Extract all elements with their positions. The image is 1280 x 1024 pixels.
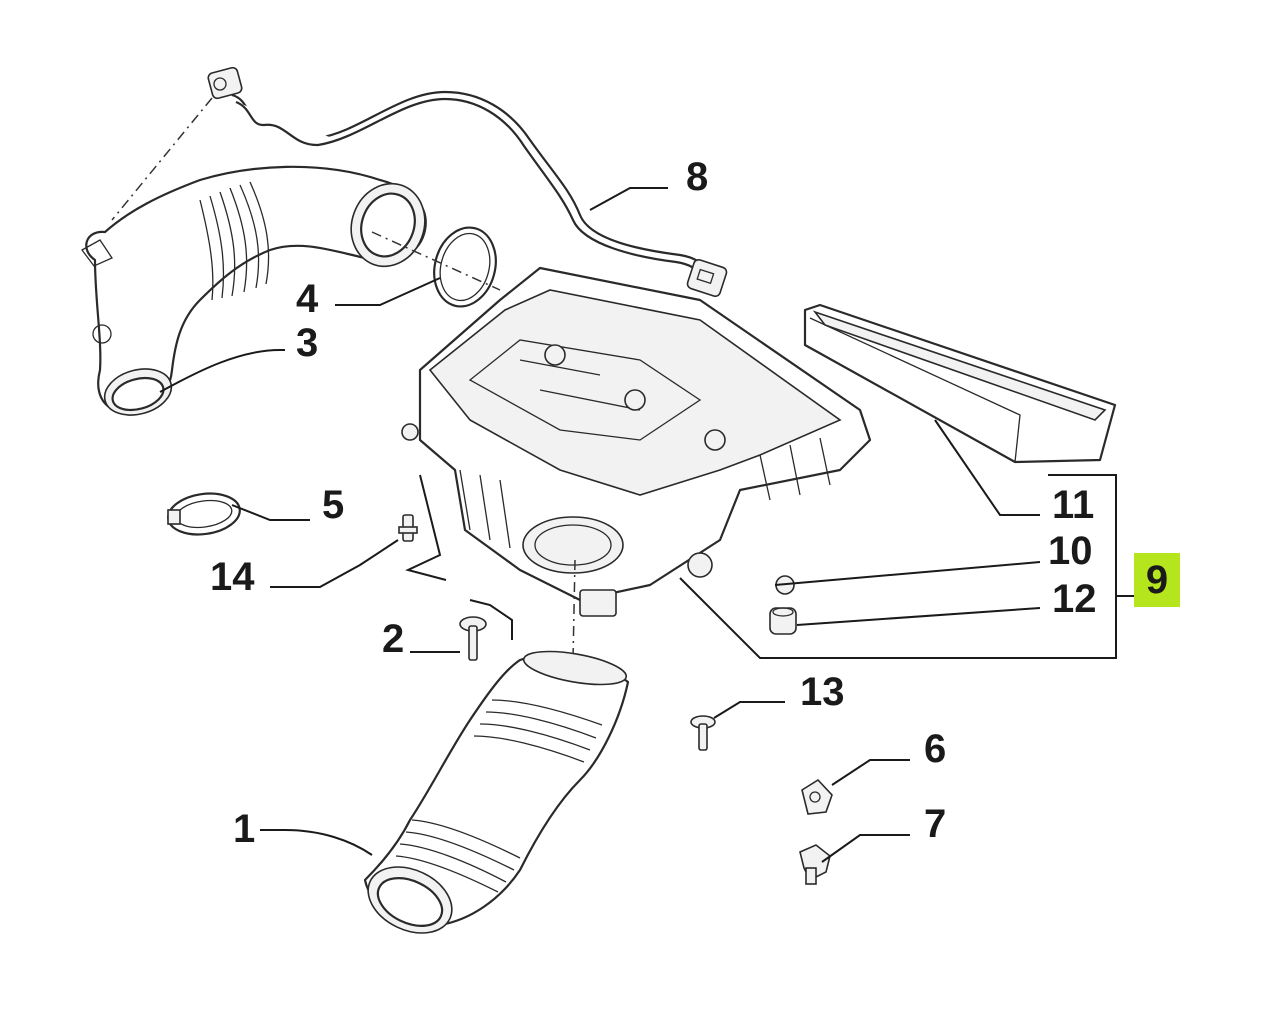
bracket-group-9 xyxy=(679,474,1117,659)
part-2-bolt xyxy=(459,616,487,661)
housing-pointer-left xyxy=(405,474,447,581)
callout-14: 14 xyxy=(210,555,255,599)
part-12-bushing xyxy=(769,607,797,635)
leader-5 xyxy=(231,504,310,521)
callout-1: 1 xyxy=(233,807,255,851)
part-11-air-filter-element xyxy=(803,303,1117,464)
housing-pointer-bottom xyxy=(469,599,513,640)
part-13-screw xyxy=(690,715,716,751)
part-8-axis-line xyxy=(111,97,213,221)
callout-10: 10 xyxy=(1048,529,1093,573)
part-5-small-clamp xyxy=(167,492,241,536)
part-1-lower-intake-duct xyxy=(363,650,630,934)
part-3-upper-intake-duct xyxy=(81,165,427,416)
callout-12: 12 xyxy=(1052,577,1097,621)
leader-6 xyxy=(831,759,910,786)
leader-4 xyxy=(335,277,441,306)
callout-13: 13 xyxy=(800,670,845,714)
callout-6: 6 xyxy=(924,727,946,771)
callout-2: 2 xyxy=(382,617,404,661)
leader-7 xyxy=(821,834,910,863)
leader-14 xyxy=(270,539,399,588)
leader-12 xyxy=(796,607,1041,626)
part-6-clip xyxy=(801,778,833,815)
callout-8: 8 xyxy=(686,155,708,199)
leader-3 xyxy=(159,349,285,393)
leader-13 xyxy=(713,701,785,719)
leader-1 xyxy=(260,829,373,856)
group-9-highlight-badge[interactable]: 9 xyxy=(1134,553,1180,607)
callout-9[interactable]: 9 xyxy=(1146,558,1168,602)
callout-5: 5 xyxy=(322,483,344,527)
callout-3: 3 xyxy=(296,321,318,365)
air-filter-housing xyxy=(401,266,872,661)
leader-11 xyxy=(934,419,1040,516)
leader-10 xyxy=(774,561,1041,586)
group-9-highlight-box[interactable] xyxy=(1134,553,1180,607)
callout-11: 11 xyxy=(1052,483,1094,527)
callout-4: 4 xyxy=(296,277,319,321)
part-4-hose-clamp xyxy=(371,226,501,308)
callout-7: 7 xyxy=(924,802,946,846)
part-8-sensor-harness xyxy=(207,66,728,298)
callout-numbers: 1 2 3 4 5 6 7 8 10 11 12 13 14 xyxy=(210,155,1097,851)
leader-lines xyxy=(159,187,1134,863)
part-14-stud xyxy=(398,514,418,542)
leader-8 xyxy=(589,187,668,211)
part-7-clip xyxy=(799,844,831,885)
